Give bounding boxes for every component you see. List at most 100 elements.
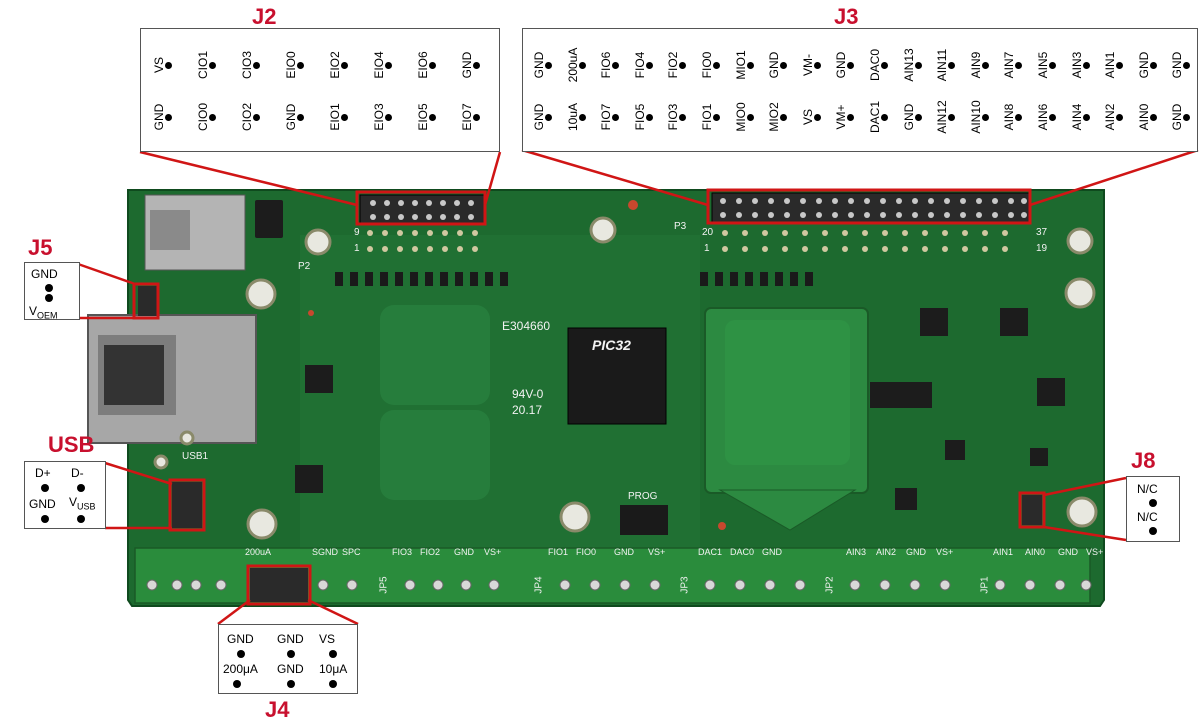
j3-bottom-pin-dot bbox=[981, 114, 989, 121]
callout-lines bbox=[77, 148, 1199, 626]
j3-bottom-pin: AIN6 bbox=[1033, 87, 1056, 147]
j3-bottom-pin: MIO0 bbox=[731, 87, 754, 147]
j2-bottom-pin-dot bbox=[429, 114, 436, 121]
j2-top-pin: VS bbox=[149, 35, 172, 95]
terminal-label: VS+ bbox=[648, 547, 666, 557]
j5-title: J5 bbox=[28, 235, 53, 260]
j3-bottom-pin-dot bbox=[1082, 114, 1090, 121]
terminal-label: GND bbox=[1058, 547, 1078, 557]
j5-pin2-main: V bbox=[29, 304, 38, 318]
j4-pin-label: GND bbox=[277, 662, 304, 676]
j2-bottom-pin-label: GND bbox=[152, 103, 166, 131]
j3-top-pin: 200uA bbox=[563, 35, 586, 95]
j3-top-pin-label: DAC0 bbox=[868, 48, 882, 82]
j2-top-pin-label: CIO3 bbox=[240, 50, 254, 80]
j4-pin-dot bbox=[287, 680, 295, 688]
j3-bottom-pin-dot bbox=[612, 114, 620, 121]
j3-bottom-pin-label: AIN4 bbox=[1069, 103, 1084, 131]
terminal-label: SPC bbox=[342, 547, 361, 557]
j3-bottom-pin-dot bbox=[746, 114, 754, 121]
terminal-label: 200uA bbox=[245, 547, 272, 557]
j3-bottom-pin-label: FIO7 bbox=[599, 103, 614, 131]
j3-bottom-pin: FIO5 bbox=[630, 87, 653, 147]
j3-top-pin-dot bbox=[746, 62, 754, 69]
j8-pin2-label: N/C bbox=[1137, 510, 1158, 524]
j4-pin-label: 10μA bbox=[319, 662, 348, 676]
j2-bottom-pin: CIO0 bbox=[193, 87, 216, 147]
j3-bottom-pin: AIN12 bbox=[932, 87, 956, 147]
j3-top-pin-dot bbox=[1183, 62, 1191, 69]
j3-bottom-pin-label: AIN12 bbox=[935, 100, 950, 134]
j3-bottom-pin-label: GND bbox=[532, 103, 546, 131]
j3-top-pin: GND bbox=[764, 35, 788, 95]
test-point bbox=[628, 200, 638, 210]
terminal-label: AIN2 bbox=[876, 547, 897, 557]
jp-label: JP5 bbox=[378, 576, 390, 594]
j3-bottom-pin-dot bbox=[780, 114, 788, 121]
terminal-label: DAC1 bbox=[698, 547, 723, 557]
pin-1-left: 1 bbox=[354, 243, 360, 254]
j3-top-pin: AIN3 bbox=[1067, 35, 1090, 95]
j2-bottom-pin-dot bbox=[209, 114, 216, 121]
j3-bottom-pin-dot bbox=[545, 114, 552, 121]
pin-19: 19 bbox=[1036, 243, 1048, 254]
j3-bottom-pin: VS bbox=[798, 87, 821, 147]
j8-pinout-box: N/C N/C bbox=[1126, 476, 1180, 542]
j4-pin-dot bbox=[237, 650, 245, 658]
j4-pin-label: VS bbox=[319, 632, 336, 646]
j2-header bbox=[359, 194, 486, 226]
terminal-label: VS+ bbox=[936, 547, 954, 557]
j2-top-pin: EIO4 bbox=[369, 35, 392, 95]
j2-top-pin-dot bbox=[341, 62, 348, 69]
j2-bottom-pin-label: EIO3 bbox=[372, 103, 386, 131]
terminal-label: AIN1 bbox=[993, 547, 1014, 557]
usb-vusb-sub: USB bbox=[77, 501, 96, 512]
j3-top-pin-label: 200uA bbox=[565, 47, 580, 83]
j2-top-pin-label: GND bbox=[460, 51, 474, 79]
j3-top-pin-dot bbox=[1049, 62, 1056, 69]
j3-bottom-pin-dot bbox=[813, 114, 821, 121]
j3-top-pin-label: FIO4 bbox=[632, 51, 647, 79]
j3-bottom-pin-label: AIN2 bbox=[1103, 103, 1118, 131]
j3-top-pin-label: MIO1 bbox=[733, 50, 748, 80]
j3-bottom-pin-dot bbox=[1116, 114, 1124, 121]
j3-bottom-pin-label: AIN10 bbox=[968, 100, 983, 134]
j2-bottom-pin: GND bbox=[149, 87, 172, 147]
j4-pin-label: 200μA bbox=[223, 662, 258, 676]
terminal-label: FIO1 bbox=[548, 547, 569, 557]
j2-bottom-pin: CIO2 bbox=[237, 87, 260, 147]
j3-top-pin: AIN9 bbox=[966, 35, 989, 95]
j2-bottom-pin-label: EIO1 bbox=[328, 103, 342, 131]
j3-top-pin-label: FIO6 bbox=[599, 51, 614, 79]
highlight-boxes bbox=[132, 188, 1046, 606]
j4-pin-dot bbox=[329, 650, 337, 658]
j3-top-pin-dot bbox=[1082, 62, 1090, 69]
jp-label: JP1 bbox=[979, 576, 991, 594]
j2-top-pin-label: EIO2 bbox=[328, 51, 342, 79]
usb-gnd-dot bbox=[41, 515, 49, 523]
j3-bottom-pin-label: VS bbox=[800, 108, 815, 126]
j3-top-pin-dot bbox=[881, 62, 888, 69]
cert-code: E304660 bbox=[502, 319, 551, 333]
terminal-label: GND bbox=[454, 547, 474, 557]
j3-bottom-pin: GND bbox=[529, 87, 552, 147]
j3-bottom-pin-dot bbox=[645, 114, 653, 121]
j3-top-pin: GND bbox=[1167, 35, 1191, 95]
j3-top-pin-label: AIN1 bbox=[1103, 51, 1118, 79]
j3-bottom-pin-dot bbox=[881, 114, 888, 121]
j3-bottom-pin: FIO3 bbox=[663, 87, 687, 147]
j2-top-pin: EIO6 bbox=[413, 35, 436, 95]
j2-bottom-pin-dot bbox=[473, 114, 480, 121]
j2-bottom-pin: EIO7 bbox=[457, 87, 480, 147]
j2-bottom-pin: EIO1 bbox=[325, 87, 348, 147]
j2-top-pin-label: CIO1 bbox=[196, 50, 210, 80]
j2-bottom-pin: EIO3 bbox=[369, 87, 392, 147]
j3-top-pin: GND bbox=[1134, 35, 1157, 95]
prog-header bbox=[620, 505, 668, 535]
j3-bottom-pin-label: DAC1 bbox=[868, 100, 882, 134]
j2-top-pin: GND bbox=[457, 35, 480, 95]
j3-top-pin-label: AIN9 bbox=[968, 51, 983, 79]
terminal-label: GND bbox=[762, 547, 782, 557]
